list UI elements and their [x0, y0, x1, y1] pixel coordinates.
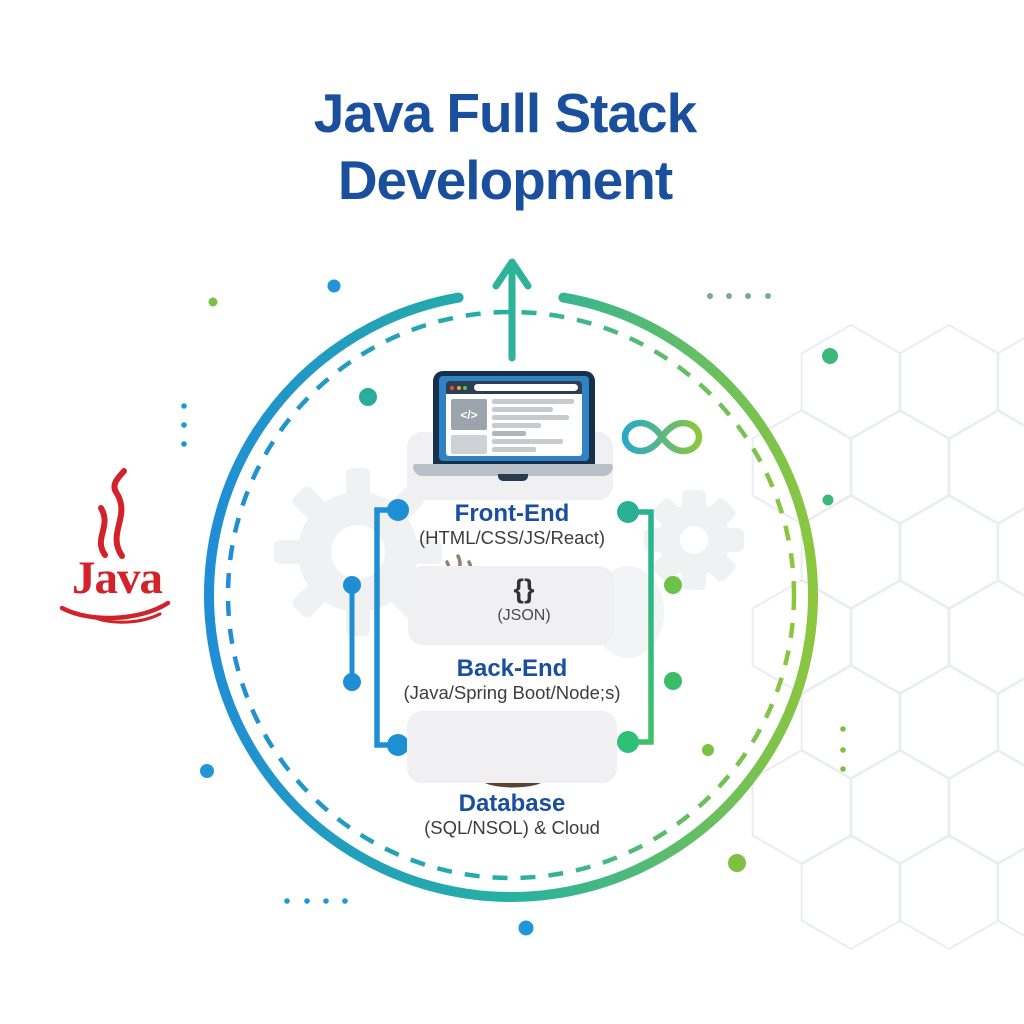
text-lines: [492, 399, 577, 455]
window-close-icon: [450, 385, 454, 390]
frontend-label: Front-End: [454, 500, 570, 527]
laptop-base: [413, 464, 613, 476]
window-maximize-icon: [463, 385, 467, 390]
java-logo-wordmark: Java: [72, 552, 163, 604]
java-steam-icon: [97, 468, 127, 559]
address-bar: [473, 384, 578, 391]
backend-subtitle: (Java/Spring Boot/Node;s): [403, 682, 621, 703]
window-minimize-icon: [456, 385, 461, 390]
backend-label: Back-End: [456, 655, 568, 682]
browser-window: </>: [446, 381, 582, 456]
up-arrow-icon: [492, 258, 532, 362]
frontend-subtitle: (HTML/CSS/JS/React): [418, 527, 606, 548]
database-subtitle: (SQL/NSOL) & Cloud: [424, 817, 600, 838]
java-underline-swoosh: [59, 600, 171, 624]
backend-card: [408, 566, 614, 645]
right-bracket-connector: [617, 501, 682, 753]
main-gradient-circle: [204, 292, 818, 903]
code-tag-icon: </>: [451, 399, 487, 430]
gear-icons-background: [274, 468, 744, 636]
database-label: Database: [458, 790, 566, 817]
left-bracket-connector: [343, 499, 409, 756]
decor-dots: [181, 279, 846, 936]
page-title: Java Full Stack Development: [140, 80, 870, 214]
laptop-screen: </>: [439, 376, 589, 461]
json-braces-block: {} (JSON): [488, 576, 560, 625]
braces-icon: {}: [513, 574, 535, 604]
title-line-2: Development: [337, 149, 673, 212]
title-line-1: Java Full Stack: [313, 82, 697, 144]
database-card: [407, 711, 617, 783]
json-label: (JSON): [497, 607, 551, 624]
hexagon-pattern: [751, 323, 1024, 951]
image-placeholder: [451, 435, 487, 454]
dashed-circle: [225, 309, 797, 881]
browser-titlebar: [446, 381, 582, 394]
browser-content: </>: [446, 394, 582, 456]
laptop-browser-icon: </>: [433, 371, 595, 466]
infinity-icon: [621, 419, 703, 455]
